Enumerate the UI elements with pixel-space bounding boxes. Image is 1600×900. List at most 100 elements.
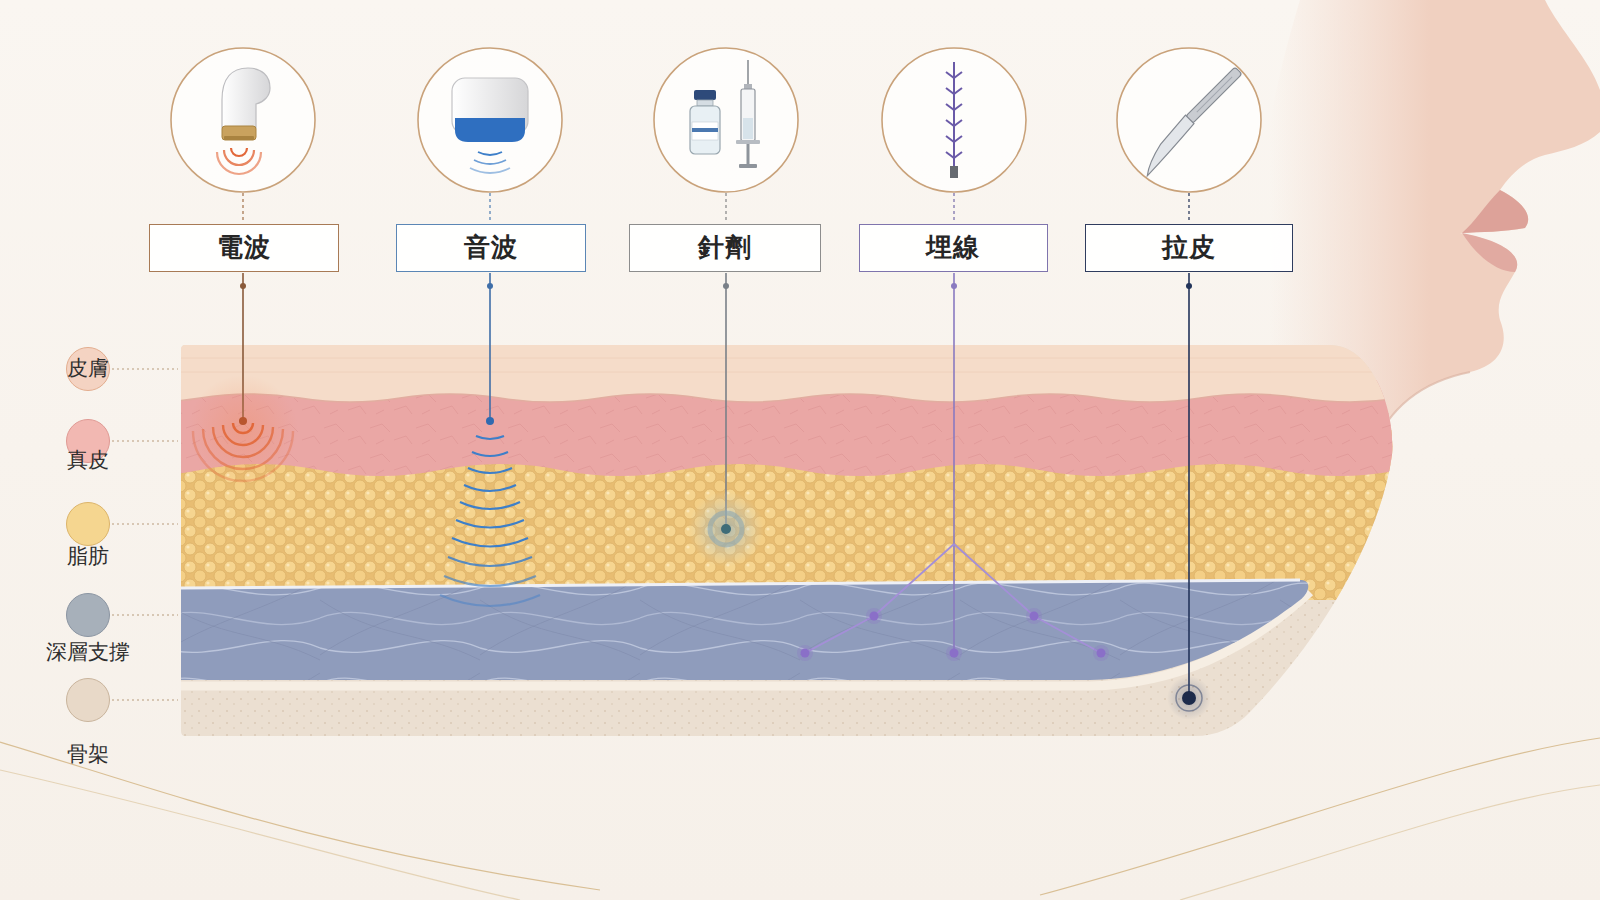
- lift-anchor-part: [1176, 685, 1202, 711]
- ultrasound-waves-part: [476, 436, 504, 439]
- icon-dashes-part: [725, 193, 726, 223]
- vial-syringe-icon-part: [747, 144, 750, 164]
- layer-label: 骨架: [67, 742, 109, 767]
- legend-leaders-part: [112, 523, 178, 524]
- rf-waves-part-part: [223, 425, 263, 445]
- layer-panel-part: [100, 394, 1400, 402]
- injection-spot: [688, 491, 764, 567]
- vial-syringe-icon-part: [692, 128, 718, 132]
- treatment-label: 針劑: [698, 232, 752, 263]
- rf-waves: [188, 375, 298, 485]
- vial-syringe-icon-part: [739, 164, 757, 168]
- treatment-label: 電波: [217, 232, 271, 263]
- rf-waves-part-part: [193, 431, 293, 481]
- vial-syringe-icon-part: [694, 90, 716, 100]
- rf-waves-part-part: [203, 429, 283, 469]
- rf-waves-part: [239, 417, 247, 425]
- rf-handpiece-icon-part: [222, 126, 256, 140]
- layer-swatch: [66, 502, 110, 546]
- ultrasound-waves-part: [444, 576, 536, 586]
- treatment-box: 拉皮: [1085, 224, 1293, 272]
- legend-leaders-part: [112, 614, 178, 615]
- icon-circles: [171, 48, 1261, 192]
- rf-handpiece-icon-part-part: [224, 150, 254, 165]
- rf-handpiece-icon-part: [224, 136, 254, 140]
- ultrasound-transducer-icon-part: [455, 118, 525, 142]
- layer-swatch: [66, 678, 110, 722]
- rf-waves-part: [188, 375, 298, 485]
- thread-branches-part-part: [946, 645, 962, 661]
- ultrasound-waves-part: [472, 452, 508, 456]
- ultrasound-transducer-icon-part-part: [470, 168, 510, 173]
- vial-syringe-icon-part: [743, 118, 753, 139]
- leader-lines-part: [1188, 273, 1190, 698]
- thread-branches-part-part: [950, 649, 959, 658]
- decor-lines-part: [0, 742, 600, 890]
- icon-circles-part: [882, 48, 1026, 192]
- thread-icon-part: [946, 88, 962, 94]
- icon-dashes-part: [242, 193, 243, 223]
- icon-dashes-part: [1188, 193, 1189, 223]
- ultrasound-transducer-icon-part-part: [474, 160, 506, 164]
- rf-handpiece-icon-part: [222, 68, 270, 128]
- face-profile-part: [1462, 190, 1528, 233]
- rf-waves-part-part: [213, 427, 273, 457]
- vial-syringe-icon-part: [744, 84, 752, 89]
- vial-syringe-icon-part: [697, 100, 713, 106]
- layer-panel-part: [181, 580, 1308, 680]
- thread-branches-part-part: [1097, 649, 1106, 658]
- icon-circles-part: [654, 48, 798, 192]
- leader-lines-part: [487, 283, 493, 289]
- leader-lines-part: [951, 283, 957, 289]
- thread-branches-part-part: [801, 649, 810, 658]
- face-profile-part: [1462, 233, 1517, 272]
- treatment-box: 針劑: [629, 224, 821, 272]
- ultrasound-transducer-icon-part-part: [478, 152, 502, 155]
- decor-lines-part: [1040, 738, 1600, 895]
- treatment-box: 電波: [149, 224, 339, 272]
- icon-dashes-part: [489, 193, 490, 223]
- thread-branches-part-part: [1093, 645, 1109, 661]
- leader-lines-part: [953, 273, 955, 653]
- scalpel-icon: [1136, 66, 1246, 176]
- ultrasound-waves-part: [448, 557, 532, 566]
- layer-swatch: [66, 593, 110, 637]
- lift-anchor-part: [1182, 691, 1196, 705]
- layer-label: 脂肪: [67, 544, 109, 569]
- thread-branches-part-part: [797, 645, 813, 661]
- thread-icon-part: [946, 136, 962, 142]
- ultrasound-waves-part: [460, 502, 520, 509]
- rf-handpiece-icon-part: [217, 148, 261, 174]
- thread-icon: [946, 62, 962, 178]
- ultrasound-transducer-icon-part: [470, 152, 510, 173]
- ultrasound-waves: [440, 417, 540, 606]
- rf-handpiece-icon: [217, 68, 270, 174]
- icon-circles-part: [1117, 48, 1261, 192]
- injection-spot-part: [721, 524, 731, 534]
- legend-leaders-part: [112, 699, 178, 700]
- ultrasound-waves-part: [440, 595, 540, 606]
- decor-lines-part: [0, 770, 520, 900]
- layer-panel-part: [181, 358, 1380, 372]
- vial-syringe-icon-part: [736, 140, 760, 144]
- rf-handpiece-icon-part-part: [217, 152, 261, 174]
- injection-spot-part: [688, 491, 764, 567]
- treatment-label: 拉皮: [1162, 232, 1216, 263]
- lift-anchor: [1167, 676, 1211, 720]
- thread-icon-part: [946, 120, 962, 126]
- thread-icon-part: [946, 104, 962, 110]
- legend-leaders-part: [112, 440, 178, 441]
- treatment-label: 埋線: [926, 232, 980, 263]
- leader-lines-part: [725, 273, 727, 529]
- thread-branches-part-part: [1030, 612, 1039, 621]
- thread-branches-part-part: [866, 608, 882, 624]
- thread-icon-part: [946, 72, 962, 78]
- layer-panel-part: [181, 580, 1308, 680]
- rf-waves-part: [193, 423, 293, 481]
- treatment-box: 埋線: [859, 224, 1048, 272]
- leader-lines-part: [489, 273, 491, 421]
